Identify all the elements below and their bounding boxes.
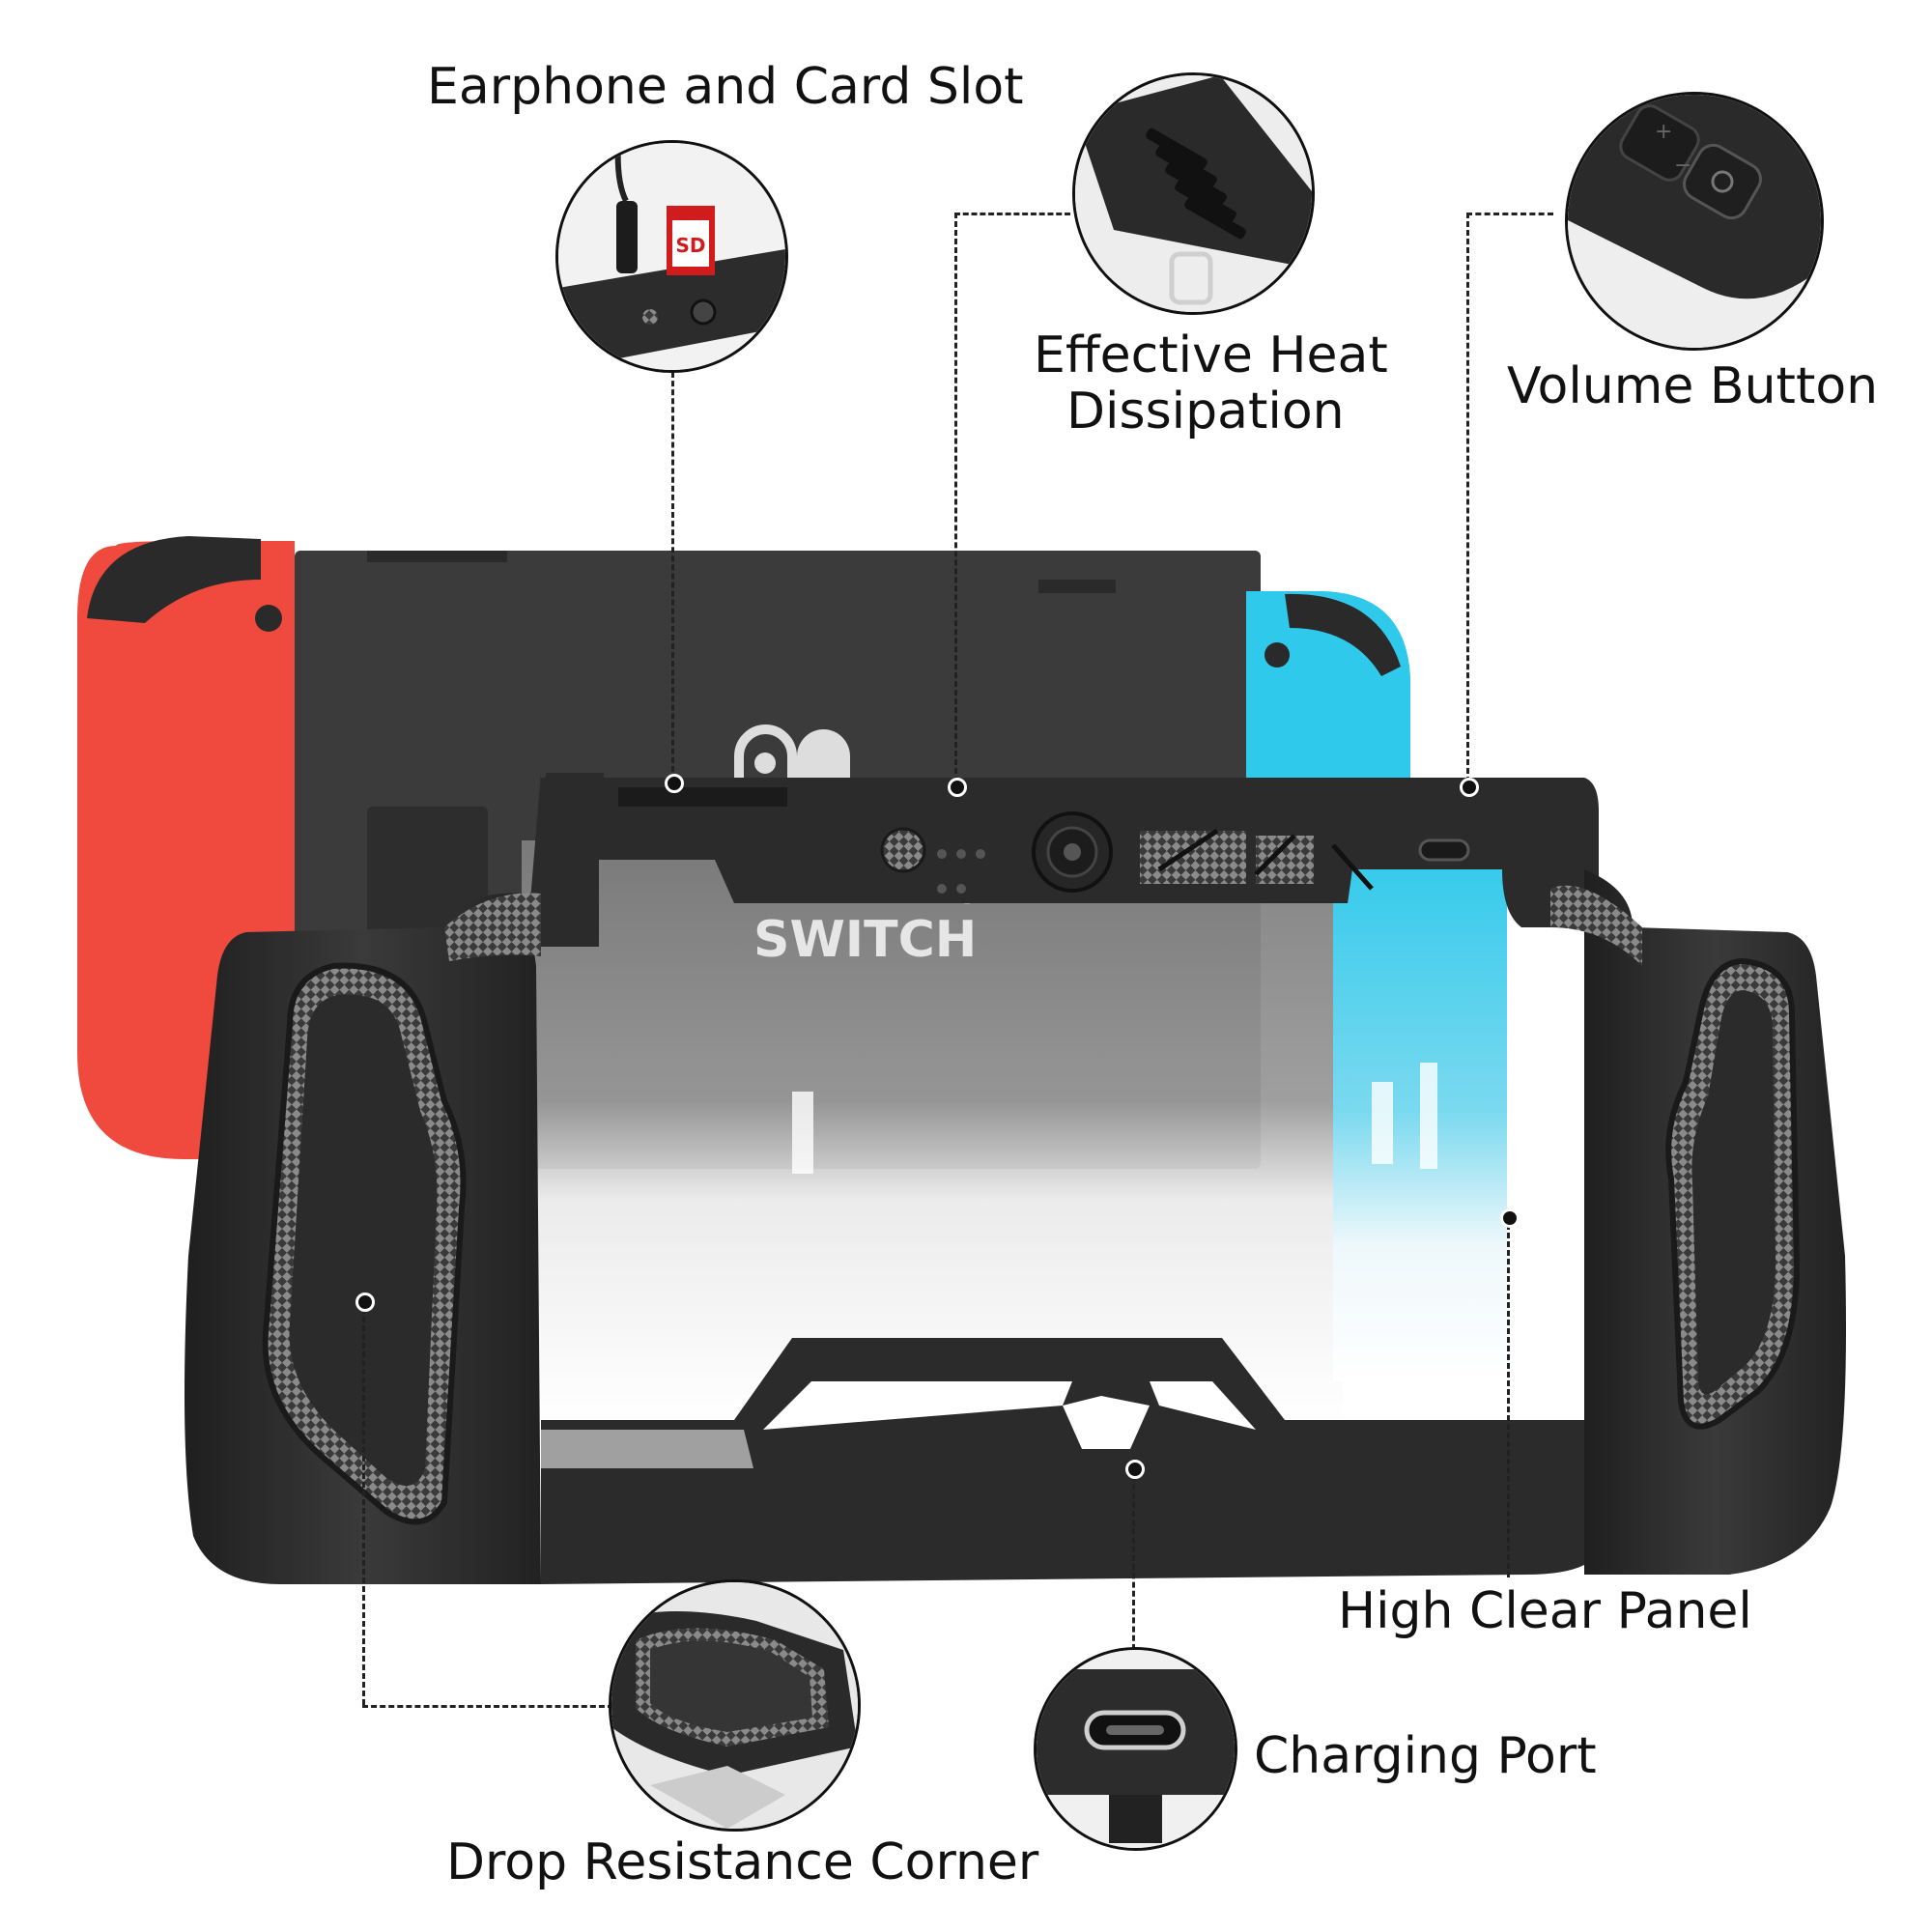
- case-clear-panel: NINTENDO SWITCH: [522, 840, 1507, 1420]
- left-trigger: [87, 536, 261, 623]
- left-button: [255, 605, 282, 632]
- anchor-dot-volume: [1460, 778, 1479, 797]
- right-trigger: [1285, 593, 1401, 676]
- label-drop-resistance-corner: Drop Resistance Corner: [446, 1833, 1039, 1891]
- leader-volume-h: [1466, 213, 1553, 215]
- label-heat-dissipation-line2: Dissipation: [1066, 383, 1345, 440]
- label-heat-dissipation-line1: Effective Heat: [1034, 327, 1388, 384]
- svg-text:+: +: [1655, 120, 1672, 144]
- anchor-dot-earphone: [665, 774, 684, 793]
- anchor-dot-charging: [1125, 1460, 1145, 1479]
- anchor-dot-clear-panel: [1500, 1208, 1520, 1228]
- leader-heat: [954, 213, 957, 782]
- circuit-decor: [880, 811, 1470, 894]
- label-earphone-card-slot: Earphone and Card Slot: [427, 58, 1024, 116]
- label-charging-port: Charging Port: [1254, 1727, 1597, 1785]
- leader-volume: [1466, 213, 1469, 782]
- label-high-clear-panel: High Clear Panel: [1338, 1582, 1752, 1640]
- anchor-dot-heat: [948, 778, 967, 797]
- vent-grille-icon: [1146, 128, 1246, 240]
- svg-text:SD: SD: [675, 234, 705, 257]
- leader-charging: [1132, 1466, 1135, 1650]
- svg-text:−: −: [1674, 154, 1691, 178]
- callout-charging-port: [1034, 1647, 1237, 1851]
- callout-heat-dissipation: [1072, 72, 1315, 315]
- leader-clear-panel: [1507, 1215, 1510, 1577]
- callout-drop-resistance-corner: [609, 1579, 861, 1832]
- sd-card-icon: SD: [667, 206, 715, 275]
- power-button-icon: [1683, 143, 1762, 220]
- leader-drop: [362, 1299, 365, 1705]
- screen-logo-line2: SWITCH: [753, 911, 977, 969]
- anchor-dot-drop: [355, 1293, 375, 1312]
- label-volume-button: Volume Button: [1507, 357, 1879, 415]
- protective-case: [185, 773, 1846, 1584]
- callout-earphone-card-slot: SD: [555, 140, 788, 373]
- callout-volume-button: + −: [1565, 92, 1824, 351]
- leader-heat-h: [954, 213, 1070, 215]
- leader-earphone: [671, 372, 674, 781]
- leader-drop-h: [362, 1705, 613, 1708]
- usb-c-port-icon: [1084, 1710, 1186, 1750]
